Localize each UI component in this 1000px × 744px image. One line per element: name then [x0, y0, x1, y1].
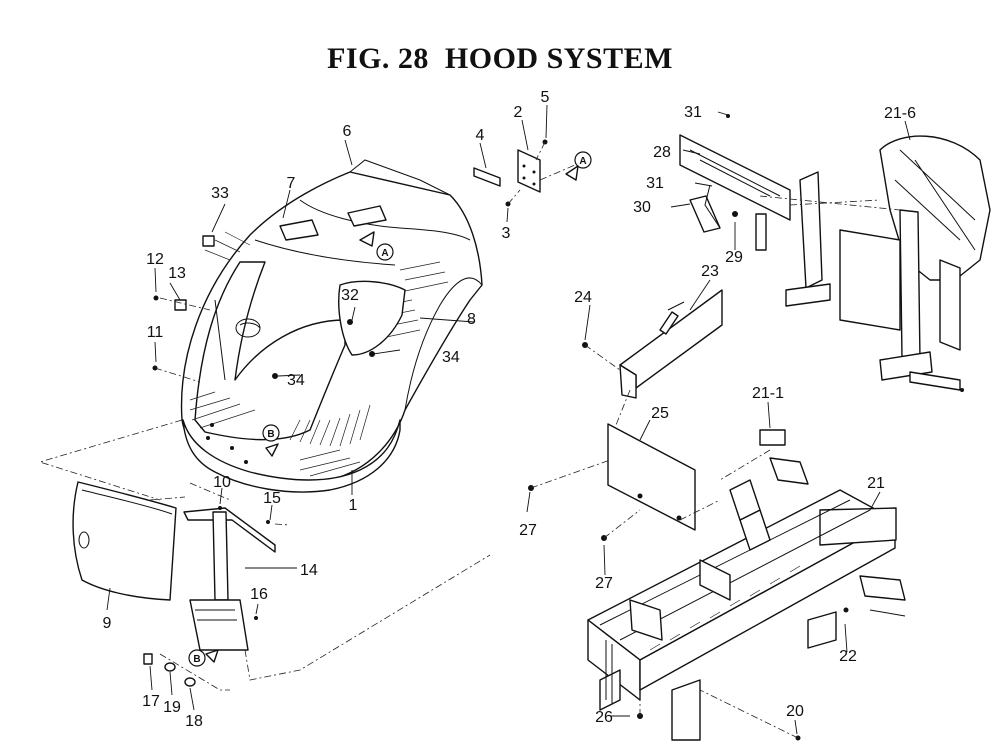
callout-18: 18: [185, 713, 203, 730]
reference-marker-a-bracket: A: [574, 151, 592, 169]
svg-text:A: A: [579, 156, 586, 167]
callout-10: 10: [213, 474, 231, 491]
callout-31-top: 31: [684, 104, 702, 121]
callout-27-bottom: 27: [595, 575, 613, 592]
callout-28: 28: [653, 144, 671, 161]
callout-34-left: 34: [287, 372, 305, 389]
callout-32: 32: [341, 287, 359, 304]
callout-19: 19: [163, 699, 181, 716]
reference-marker-b-bracket: B: [188, 649, 206, 667]
callout-9: 9: [103, 615, 112, 632]
hood-assembly: [180, 159, 483, 493]
callout-31-bottom: 31: [646, 175, 664, 192]
callout-2: 2: [514, 104, 523, 121]
callout-12: 12: [146, 251, 164, 268]
callout-24: 24: [574, 289, 592, 306]
callout-5: 5: [541, 89, 550, 106]
callout-17: 17: [142, 693, 160, 710]
side-panel-23: [582, 289, 723, 441]
svg-text:A: A: [381, 248, 388, 259]
callout-22: 22: [839, 648, 857, 665]
callout-33: 33: [211, 185, 229, 202]
callout-6: 6: [343, 123, 352, 140]
reference-marker-b-hood: B: [262, 424, 280, 442]
front-grille: [72, 481, 177, 601]
callout-4: 4: [476, 127, 485, 144]
callout-21-6: 21-6: [884, 105, 916, 122]
callout-23: 23: [701, 263, 719, 280]
hood-latch-bracket: [473, 139, 576, 207]
callout-13: 13: [168, 265, 186, 282]
callout-21: 21: [867, 475, 885, 492]
figure-title: FIG. 28 HOOD SYSTEM: [327, 42, 673, 75]
callout-34-right: 34: [442, 349, 460, 366]
callout-3: 3: [502, 225, 511, 242]
callout-20: 20: [786, 703, 804, 720]
callout-7: 7: [287, 175, 296, 192]
callout-25: 25: [651, 405, 669, 422]
callout-14: 14: [300, 562, 318, 579]
hood-support-bracket: [183, 506, 276, 651]
callout-27-top: 27: [519, 522, 537, 539]
main-frame-assembly: [587, 429, 906, 741]
callout-1: 1: [349, 497, 358, 514]
callout-8: 8: [467, 311, 476, 328]
callout-16: 16: [250, 586, 268, 603]
side-panel-25: [607, 423, 696, 531]
reference-marker-a-hood: A: [376, 243, 394, 261]
callout-11: 11: [147, 324, 164, 341]
hardware-bolts: [143, 235, 375, 687]
callout-15: 15: [263, 490, 281, 507]
callout-26: 26: [595, 709, 613, 726]
callout-30: 30: [633, 199, 651, 216]
upper-frame-assembly: [679, 114, 991, 392]
callout-29: 29: [725, 249, 743, 266]
svg-text:B: B: [267, 429, 274, 440]
callout-21-1: 21-1: [752, 385, 784, 402]
svg-text:B: B: [193, 654, 200, 665]
